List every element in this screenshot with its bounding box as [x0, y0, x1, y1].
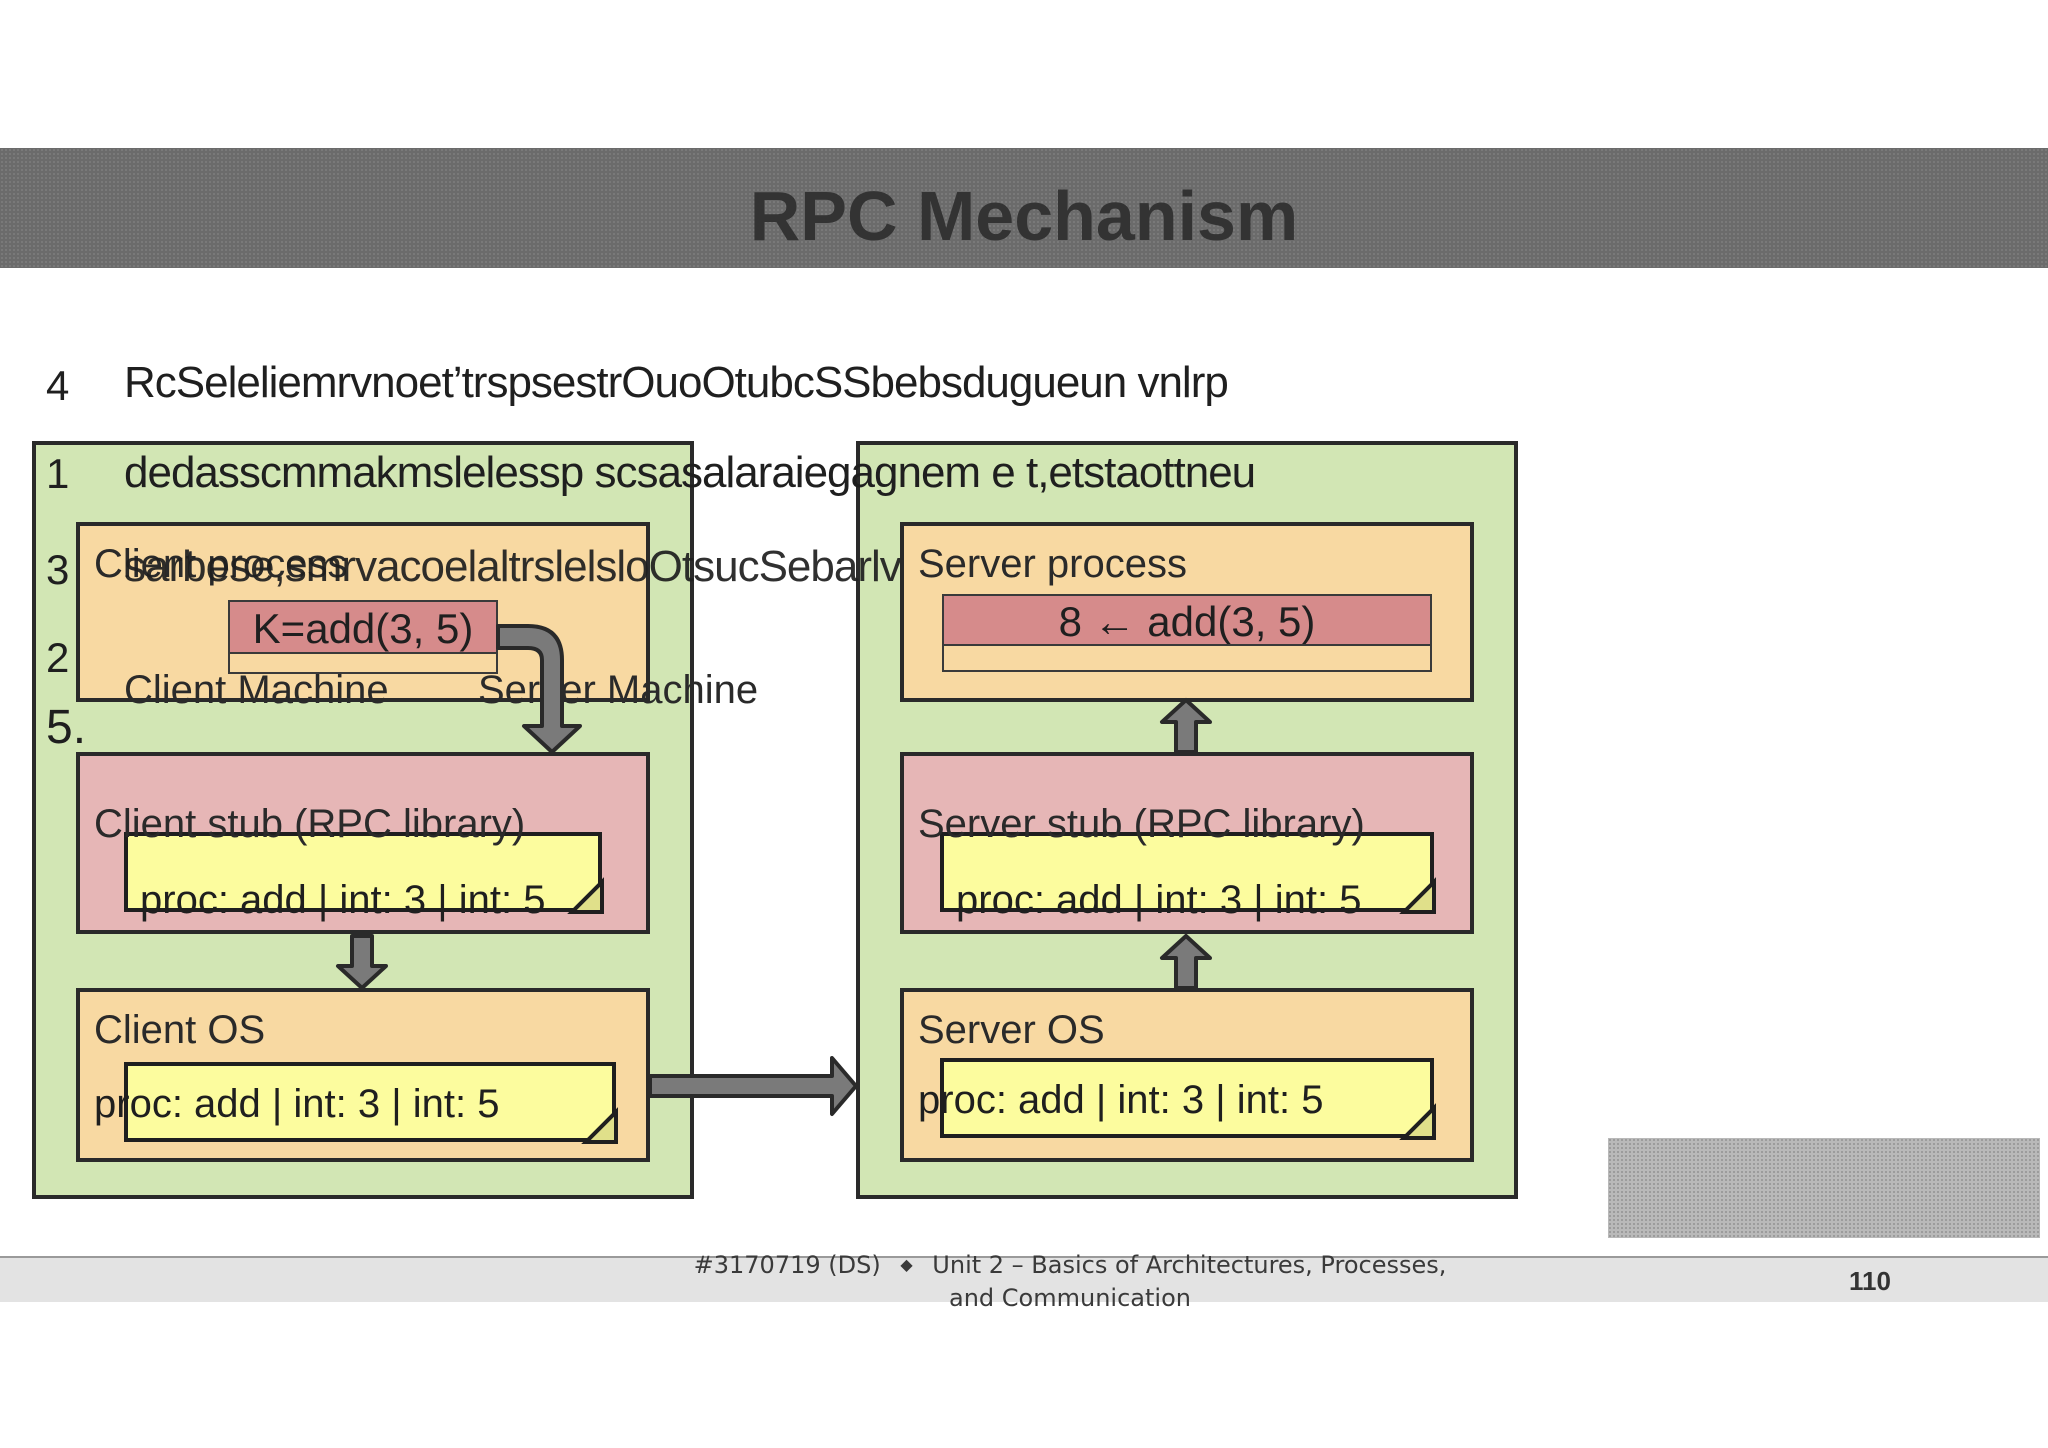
bullet-number: 1	[46, 450, 70, 497]
bullet-number: 3	[46, 546, 70, 593]
title-bar	[0, 148, 2048, 268]
down-arrow-icon	[496, 624, 582, 754]
server-call-box: 8 ← add(3, 5)	[942, 594, 1432, 672]
client-os-label: Client OS	[94, 1008, 266, 1052]
bullet-number: 2	[46, 634, 70, 681]
footer-separator-icon: ◆	[900, 1255, 913, 1274]
server-os-label: Server OS	[918, 1008, 1105, 1052]
server-machine-label: Server Machine	[478, 668, 759, 712]
server-os-message: proc: add | int: 3 | int: 5	[918, 1078, 1324, 1122]
note-fold-icon	[567, 877, 604, 914]
note-fold-icon	[1399, 1103, 1436, 1140]
bullet-number: 5.	[46, 701, 87, 754]
page-number: 110	[1849, 1266, 1891, 1296]
slide-title: RPC Mechanism	[749, 177, 1299, 255]
down-arrow-icon	[336, 934, 388, 990]
server-os-message-note	[940, 1058, 1434, 1138]
client-machine-label: Client Machine	[124, 668, 389, 712]
client-os-message: proc: add | int: 3 | int: 5	[94, 1082, 500, 1126]
footer-text: #3170719 (DS) ◆ Unit 2 – Basics of Archi…	[680, 1250, 1460, 1313]
footer-rule	[0, 1256, 2048, 1258]
right-arrow-icon	[648, 1056, 858, 1116]
up-arrow-icon	[1160, 698, 1212, 754]
footer-unit: Unit 2 – Basics of Architectures, Proces…	[932, 1251, 1447, 1312]
footer-band	[0, 1258, 2048, 1302]
note-fold-icon	[581, 1107, 618, 1144]
client-stub-message-note	[124, 832, 602, 912]
server-stub-label: Server stub (RPC library)	[918, 802, 1365, 846]
bullet-text: sarbese,smrvacoelaltrslelsloOtsucSebarlv…	[124, 542, 995, 591]
server-call-text: 8 ← add(3, 5)	[1058, 598, 1316, 645]
bullet-text: dedasscmmakmslelessp scsasalaraiegagnem …	[124, 448, 1256, 497]
client-stub-message: proc: add | int: 3 | int: 5	[140, 878, 546, 922]
decorative-dot-block	[1608, 1138, 2040, 1238]
server-stub-message: proc: add | int: 3 | int: 5	[956, 878, 1362, 922]
client-call-text: K=add(3, 5)	[252, 605, 474, 652]
bullet-text: RcSeleliemrvnoet’trspsestrOuoOtubcSSbebs…	[124, 358, 1229, 407]
server-process-label: Server process	[918, 542, 1187, 586]
footer-course: #3170719 (DS)	[693, 1251, 881, 1279]
client-os-message-note	[124, 1062, 616, 1142]
client-process-label: Client process	[94, 542, 348, 586]
note-fold-icon	[1399, 877, 1436, 914]
up-arrow-icon	[1160, 934, 1212, 990]
server-stub-message-note	[940, 832, 1434, 912]
client-stub-label: Client stub (RPC library)	[94, 802, 526, 846]
bullet-number: 4	[46, 362, 70, 409]
